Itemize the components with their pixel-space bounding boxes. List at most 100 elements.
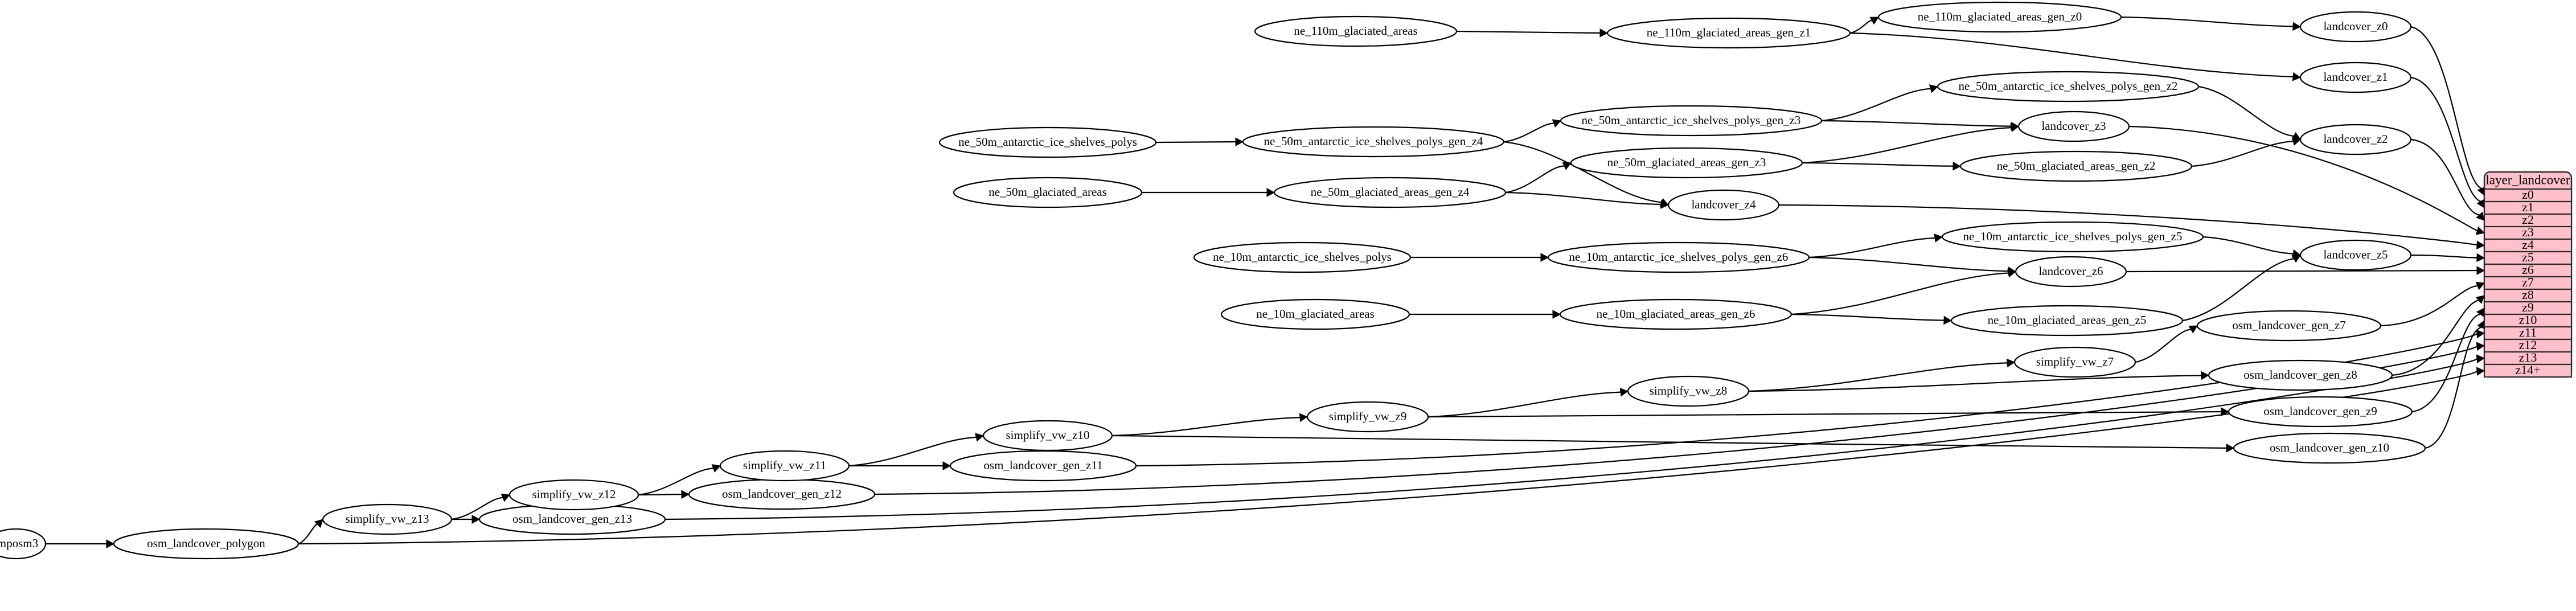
node-simplify_vw_z11[interactable]: simplify_vw_z11 bbox=[719, 450, 850, 482]
node-ne_10m_antarctic_ice_shelves_polys_gen_z6[interactable]: ne_10m_antarctic_ice_shelves_polys_gen_z… bbox=[1547, 241, 1810, 273]
edge-landcover_z1-to-layer_landcover_z1 bbox=[2410, 76, 2481, 202]
node-ne_10m_antarctic_ice_shelves_polys_gen_z5[interactable]: ne_10m_antarctic_ice_shelves_polys_gen_z… bbox=[1941, 221, 2204, 253]
edge-ne_50m_glaciated_areas_gen_z4-to-ne_50m_glaciated_areas_gen_z3 bbox=[1505, 165, 1565, 194]
edge-arrowhead bbox=[2476, 329, 2485, 339]
node-landcover_z1[interactable]: landcover_z1 bbox=[2299, 61, 2412, 93]
node-label: landcover_z5 bbox=[2323, 248, 2388, 261]
node-ne_50m_glaciated_areas_gen_z2[interactable]: ne_50m_glaciated_areas_gen_z2 bbox=[1959, 150, 2193, 182]
node-label: ne_10m_glaciated_areas bbox=[1256, 307, 1375, 321]
node-osm_landcover_gen_z8[interactable]: osm_landcover_gen_z8 bbox=[2208, 359, 2393, 391]
edge-simplify_vw_z13-to-simplify_vw_z12 bbox=[451, 497, 503, 520]
node-ne_50m_antarctic_ice_shelves_polys_gen_z3[interactable]: ne_50m_antarctic_ice_shelves_polys_gen_z… bbox=[1560, 105, 1823, 137]
node-ne_10m_antarctic_ice_shelves_polys[interactable]: ne_10m_antarctic_ice_shelves_polys bbox=[1193, 241, 1412, 273]
node-label: ne_50m_antarctic_ice_shelves_polys_gen_z… bbox=[1582, 113, 1801, 127]
node-simplify_vw_z8[interactable]: simplify_vw_z8 bbox=[1627, 375, 1750, 407]
node-simplify_vw_z10[interactable]: simplify_vw_z10 bbox=[982, 420, 1113, 452]
node-simplify_vw_z13[interactable]: simplify_vw_z13 bbox=[322, 503, 453, 535]
edge-ne_50m_antarctic_ice_shelves_polys_gen_z2-to-landcover_z2 bbox=[2198, 85, 2294, 137]
edge-osm_landcover_gen_z9-to-layer_landcover_z9 bbox=[2411, 313, 2480, 413]
node-ne_50m_glaciated_areas_gen_z4[interactable]: ne_50m_glaciated_areas_gen_z4 bbox=[1273, 177, 1507, 208]
node-label: osm_landcover_gen_z9 bbox=[2263, 404, 2377, 418]
node-label: simplify_vw_z9 bbox=[1329, 409, 1407, 423]
node-landcover_z0[interactable]: landcover_z0 bbox=[2299, 11, 2412, 43]
node-ne_50m_glaciated_areas[interactable]: ne_50m_glaciated_areas bbox=[953, 177, 1143, 208]
node-osm_landcover_gen_z7[interactable]: osm_landcover_gen_z7 bbox=[2196, 310, 2382, 342]
node-osm_landcover_gen_z9[interactable]: osm_landcover_gen_z9 bbox=[2228, 396, 2413, 428]
node-ne_10m_glaciated_areas[interactable]: ne_10m_glaciated_areas bbox=[1220, 298, 1410, 330]
node-label: ne_50m_glaciated_areas_gen_z4 bbox=[1311, 185, 1470, 199]
edge-landcover_z2-to-layer_landcover_z2 bbox=[2410, 138, 2480, 216]
edge-arrowhead bbox=[2226, 444, 2235, 453]
node-osm_landcover_polygon[interactable]: osm_landcover_polygon bbox=[113, 528, 300, 560]
node-imposm3[interactable]: imposm3 bbox=[0, 528, 47, 560]
layer-landcover-record[interactable]: layer_landcoverz0z1z2z3z4z5z6z7z8z9z10z1… bbox=[2483, 171, 2573, 378]
node-ne_10m_glaciated_areas_gen_z6[interactable]: ne_10m_glaciated_areas_gen_z6 bbox=[1559, 298, 1792, 330]
edge-arrowhead bbox=[1660, 200, 1670, 209]
node-ne_50m_glaciated_areas_gen_z3[interactable]: ne_50m_glaciated_areas_gen_z3 bbox=[1570, 147, 1803, 179]
edge-ne_10m_antarctic_ice_shelves_polys_gen_z6-to-landcover_z6 bbox=[1808, 256, 2009, 272]
edge-simplify_vw_z12-to-osm_landcover_gen_z12 bbox=[638, 494, 682, 496]
edge-ne_50m_antarctic_ice_shelves_polys_gen_z4-to-landcover_z4 bbox=[1503, 141, 1662, 203]
node-osm_landcover_gen_z12[interactable]: osm_landcover_gen_z12 bbox=[688, 478, 876, 510]
node-label: ne_110m_glaciated_areas_gen_z0 bbox=[1918, 10, 2082, 23]
edge-landcover_z6-to-layer_landcover_z6 bbox=[2126, 269, 2477, 273]
edge-arrowhead bbox=[1552, 119, 1561, 128]
record-row-label-z9: z9 bbox=[2522, 300, 2534, 314]
node-label: imposm3 bbox=[0, 536, 38, 550]
edge-arrowhead bbox=[2476, 266, 2485, 275]
node-label: simplify_vw_z8 bbox=[1650, 384, 1728, 397]
node-label: ne_10m_antarctic_ice_shelves_polys_gen_z… bbox=[1569, 250, 1789, 264]
edge-ne_50m_glaciated_areas_gen_z3-to-landcover_z3 bbox=[1802, 127, 2012, 164]
node-label: osm_landcover_gen_z8 bbox=[2243, 368, 2357, 382]
record-row-label-z12: z12 bbox=[2519, 338, 2537, 352]
node-osm_landcover_gen_z10[interactable]: osm_landcover_gen_z10 bbox=[2233, 432, 2426, 464]
edge-arrowhead bbox=[1934, 233, 1943, 243]
node-label: simplify_vw_z13 bbox=[346, 512, 429, 526]
node-landcover_z2[interactable]: landcover_z2 bbox=[2299, 124, 2412, 155]
edge-arrowhead bbox=[2007, 268, 2017, 278]
record-row-z14+[interactable] bbox=[2483, 363, 2573, 378]
record-row-label-z14+: z14+ bbox=[2515, 363, 2540, 377]
node-simplify_vw_z12[interactable]: simplify_vw_z12 bbox=[508, 479, 639, 511]
record-row-label-z13: z13 bbox=[2519, 350, 2537, 364]
node-simplify_vw_z7[interactable]: simplify_vw_z7 bbox=[2013, 346, 2136, 378]
node-osm_landcover_gen_z11[interactable]: osm_landcover_gen_z11 bbox=[949, 450, 1137, 482]
node-label: osm_landcover_gen_z7 bbox=[2232, 318, 2345, 332]
node-landcover_z5[interactable]: landcover_z5 bbox=[2299, 239, 2412, 271]
edge-simplify_vw_z10-to-simplify_vw_z9 bbox=[1111, 417, 1301, 437]
edge-arrowhead bbox=[501, 494, 510, 502]
edge-ne_110m_glaciated_areas_gen_z0-to-landcover_z0 bbox=[2120, 16, 2294, 27]
edge-simplify_vw_z12-to-simplify_vw_z11 bbox=[638, 468, 713, 496]
node-label: osm_landcover_gen_z10 bbox=[2270, 441, 2389, 454]
node-label: landcover_z3 bbox=[2041, 119, 2106, 133]
edge-simplify_vw_z8-to-simplify_vw_z7 bbox=[1748, 362, 2008, 392]
node-ne_50m_antarctic_ice_shelves_polys_gen_z4[interactable]: ne_50m_antarctic_ice_shelves_polys_gen_z… bbox=[1242, 126, 1505, 158]
node-landcover_z4[interactable]: landcover_z4 bbox=[1667, 189, 1780, 221]
edge-arrowhead bbox=[2476, 253, 2485, 263]
edge-osm_landcover_gen_z8-to-layer_landcover_z8 bbox=[2392, 300, 2479, 376]
node-landcover_z3[interactable]: landcover_z3 bbox=[2017, 110, 2130, 142]
node-ne_50m_antarctic_ice_shelves_polys_gen_z2[interactable]: ne_50m_antarctic_ice_shelves_polys_gen_z… bbox=[1937, 71, 2200, 102]
edge-arrowhead bbox=[106, 539, 115, 548]
edge-arrowhead bbox=[2291, 255, 2301, 263]
node-label: osm_landcover_gen_z13 bbox=[512, 512, 632, 526]
edge-ne_10m_antarctic_ice_shelves_polys_gen_z6-to-ne_10m_antarctic_ice_shelves_polys_gen_z5 bbox=[1808, 237, 1935, 259]
node-ne_50m_antarctic_ice_shelves_polys[interactable]: ne_50m_antarctic_ice_shelves_polys bbox=[938, 126, 1157, 158]
edge-arrowhead bbox=[2475, 226, 2485, 235]
node-simplify_vw_z9[interactable]: simplify_vw_z9 bbox=[1306, 401, 1429, 433]
edge-landcover_z0-to-layer_landcover_z0 bbox=[2410, 26, 2482, 190]
edge-arrowhead bbox=[711, 464, 721, 473]
record-title: layer_landcover bbox=[2485, 173, 2570, 187]
node-osm_landcover_gen_z13[interactable]: osm_landcover_gen_z13 bbox=[478, 503, 666, 535]
edge-arrowhead bbox=[2201, 371, 2210, 380]
node-label: simplify_vw_z7 bbox=[2036, 355, 2114, 368]
node-ne_110m_glaciated_areas[interactable]: ne_110m_glaciated_areas bbox=[1254, 15, 1458, 47]
node-ne_110m_glaciated_areas_gen_z1[interactable]: ne_110m_glaciated_areas_gen_z1 bbox=[1606, 17, 1851, 49]
edge-arrowhead bbox=[1266, 188, 1275, 197]
node-label: landcover_z4 bbox=[1691, 198, 1756, 211]
node-landcover_z6[interactable]: landcover_z6 bbox=[2015, 256, 2127, 288]
node-ne_10m_glaciated_areas_gen_z5[interactable]: ne_10m_glaciated_areas_gen_z5 bbox=[1950, 305, 2184, 337]
record-row-label-z10: z10 bbox=[2519, 313, 2537, 327]
node-ne_110m_glaciated_areas_gen_z0[interactable]: ne_110m_glaciated_areas_gen_z0 bbox=[1877, 1, 2122, 33]
